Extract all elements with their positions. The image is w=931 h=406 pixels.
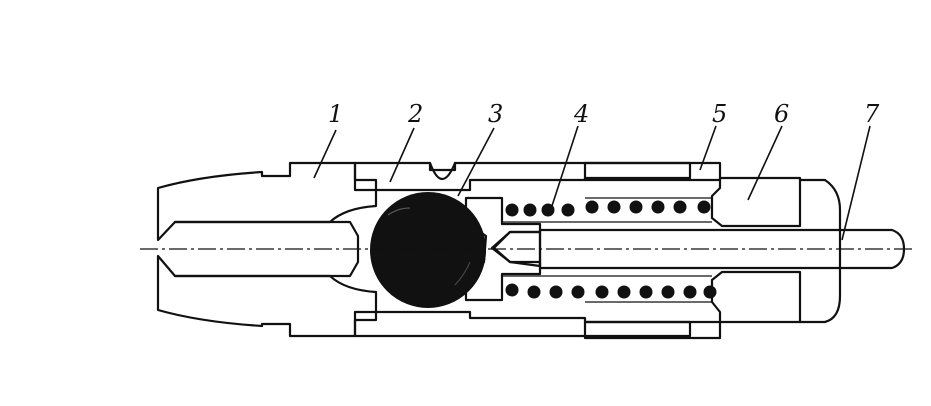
callout-2: 2 (407, 100, 423, 128)
callout-4: 4 (573, 100, 589, 128)
spring (502, 197, 717, 303)
end-cap (710, 176, 842, 324)
callout-1: 1 (328, 100, 343, 128)
leader-lines (313, 125, 871, 241)
callout-5: 5 (712, 100, 727, 128)
callout-3: 3 (488, 100, 503, 128)
callout-6: 6 (774, 100, 789, 128)
ball (370, 192, 486, 308)
callout-7: 7 (864, 100, 880, 128)
outer-ring (583, 161, 722, 340)
